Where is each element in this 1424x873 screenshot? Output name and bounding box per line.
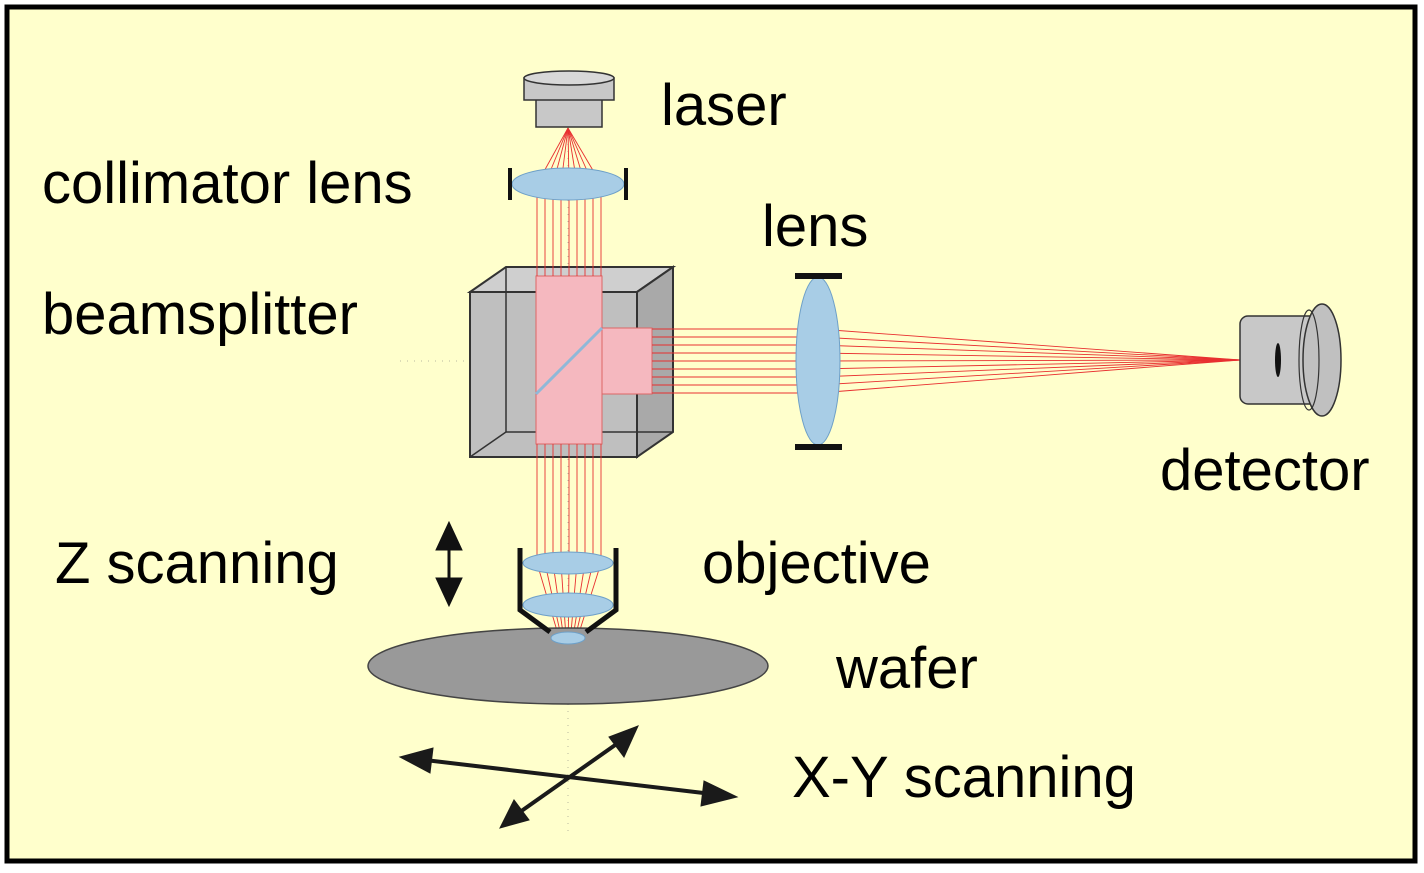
collimator-lens-label: collimator lens bbox=[42, 151, 413, 216]
wafer-disk bbox=[367, 627, 769, 705]
xy-scanning-arrows bbox=[398, 725, 739, 829]
ray bbox=[817, 344, 1241, 361]
ray bbox=[817, 359, 1241, 394]
lens-label: lens bbox=[762, 194, 868, 259]
beamsplitter-label: beamsplitter bbox=[42, 282, 358, 347]
optical-axis-lines bbox=[400, 130, 569, 835]
splitter-mirror bbox=[534, 326, 604, 396]
ray bbox=[817, 352, 1241, 361]
ray bbox=[817, 359, 1241, 370]
detector-device bbox=[1239, 303, 1342, 417]
z-scanning-arrow bbox=[435, 520, 463, 608]
objective-lens bbox=[517, 548, 619, 645]
ray bbox=[817, 359, 1241, 386]
ray bbox=[817, 328, 1241, 361]
z-scanning-label: Z scanning bbox=[55, 531, 339, 596]
ray bbox=[817, 359, 1241, 378]
laser-label: laser bbox=[661, 73, 787, 138]
xy-scanning-label: X-Y scanning bbox=[792, 745, 1136, 810]
focusing-lens bbox=[795, 273, 842, 450]
wafer-label: wafer bbox=[835, 636, 978, 701]
ray bbox=[817, 359, 1241, 362]
collimator-lens bbox=[508, 167, 628, 201]
ray bbox=[817, 336, 1241, 361]
objective-label: objective bbox=[702, 531, 931, 596]
laser-beams bbox=[536, 127, 1241, 669]
detector-label: detector bbox=[1160, 438, 1370, 503]
diagram-frame bbox=[4, 4, 1418, 864]
laser-source bbox=[523, 70, 615, 128]
